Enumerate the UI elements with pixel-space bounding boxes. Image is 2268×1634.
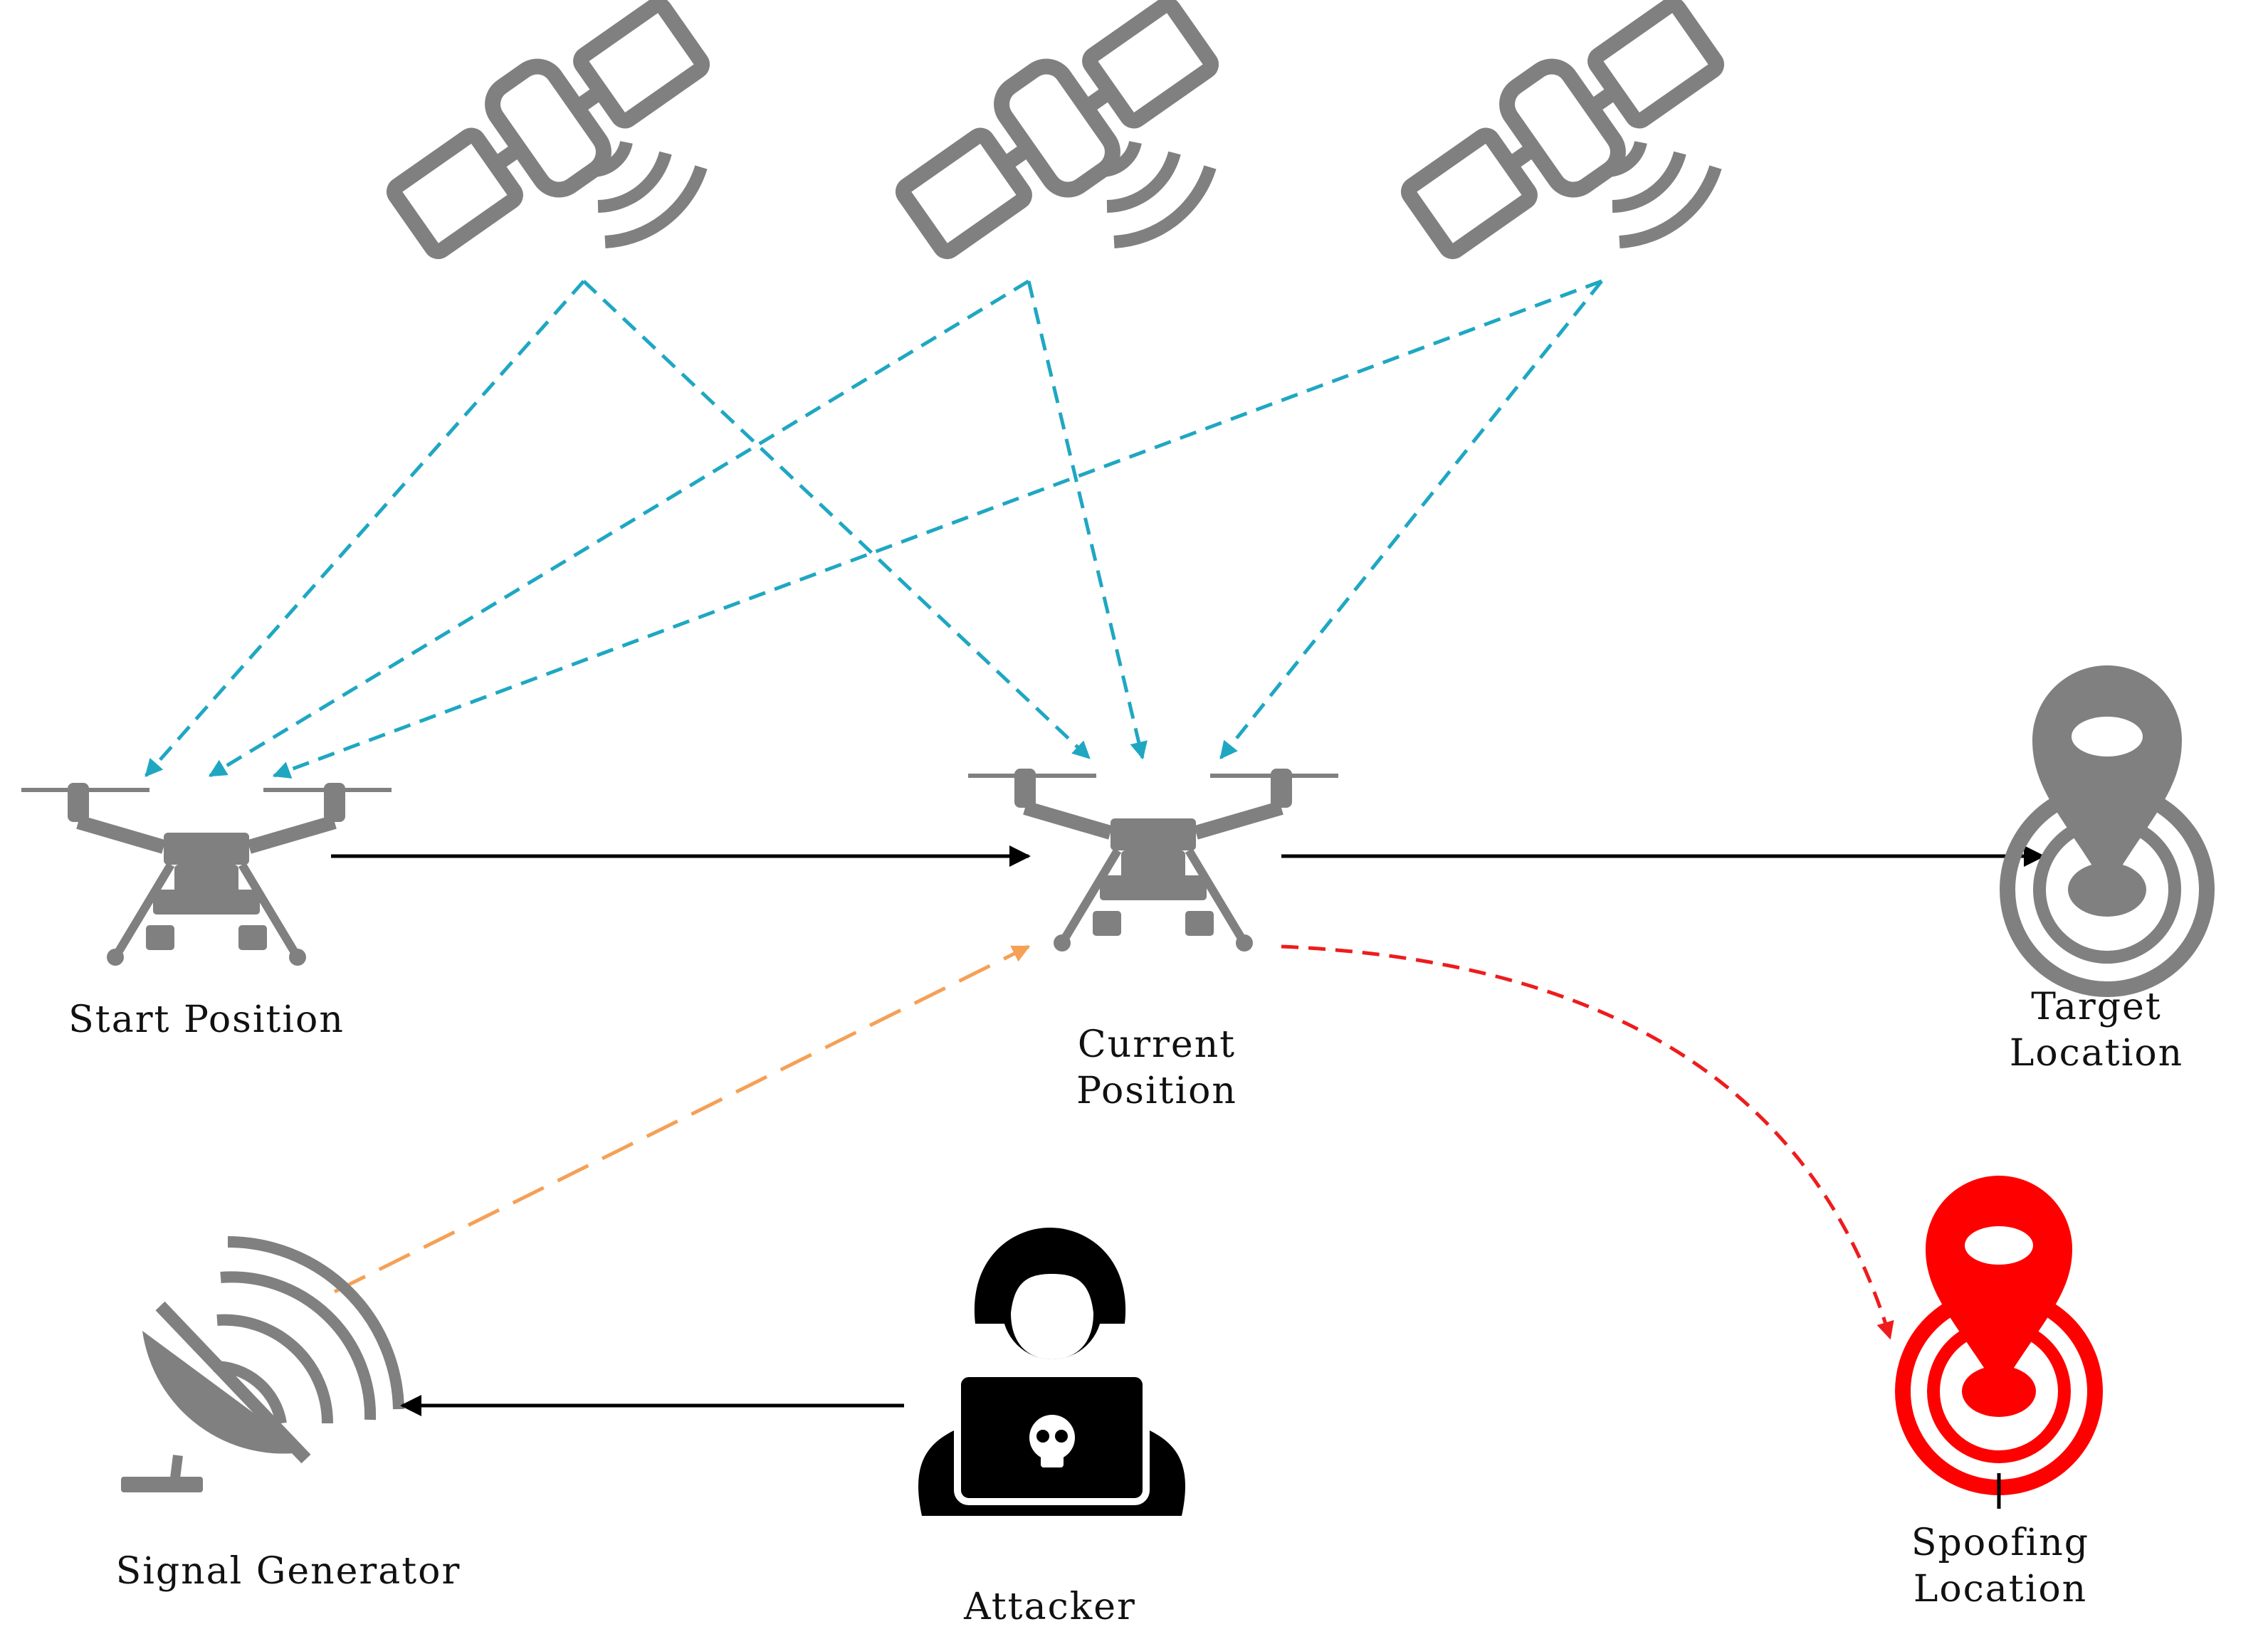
label-target-line1: Target: [2031, 986, 2161, 1028]
signal-sat1-current: [582, 280, 1091, 759]
satellite-signals: [145, 279, 1603, 779]
signal-sat3-current: [1219, 280, 1603, 759]
signal-sat2-start: [208, 279, 1030, 778]
label-attacker: Attacker: [963, 1586, 1136, 1628]
location-pin-icon-target: [2000, 665, 2215, 997]
label-start-position: Start Position: [68, 998, 345, 1041]
label-spoofing-line1: Spoofing: [1911, 1522, 2089, 1564]
hacker-icon: [918, 1228, 1185, 1516]
satellite-icon-2: [888, 0, 1226, 272]
location-pin-icon-spoofing: [1895, 1176, 2103, 1509]
satellite-icon-3: [1394, 0, 1731, 272]
spoofed-path-arrow: [1281, 944, 1894, 1340]
signal-sat1-start: [145, 280, 585, 777]
label-signal-generator: Signal Generator: [116, 1550, 461, 1593]
satellite-icon-1: [379, 0, 717, 272]
satellite-dish-icon: [121, 1236, 404, 1492]
label-target-line2: Location: [2010, 1032, 2183, 1075]
label-spoofing-line2: Location: [1913, 1568, 2087, 1611]
label-current-line2: Position: [1076, 1070, 1237, 1112]
spoofed-signal-arrow: [333, 944, 1031, 1294]
label-current-line1: Current: [1078, 1023, 1236, 1066]
signal-sat2-current: [1027, 280, 1148, 760]
signal-sat3-start: [272, 279, 1602, 779]
drone-icon-start: [21, 783, 392, 966]
drone-icon-current: [968, 769, 1338, 952]
